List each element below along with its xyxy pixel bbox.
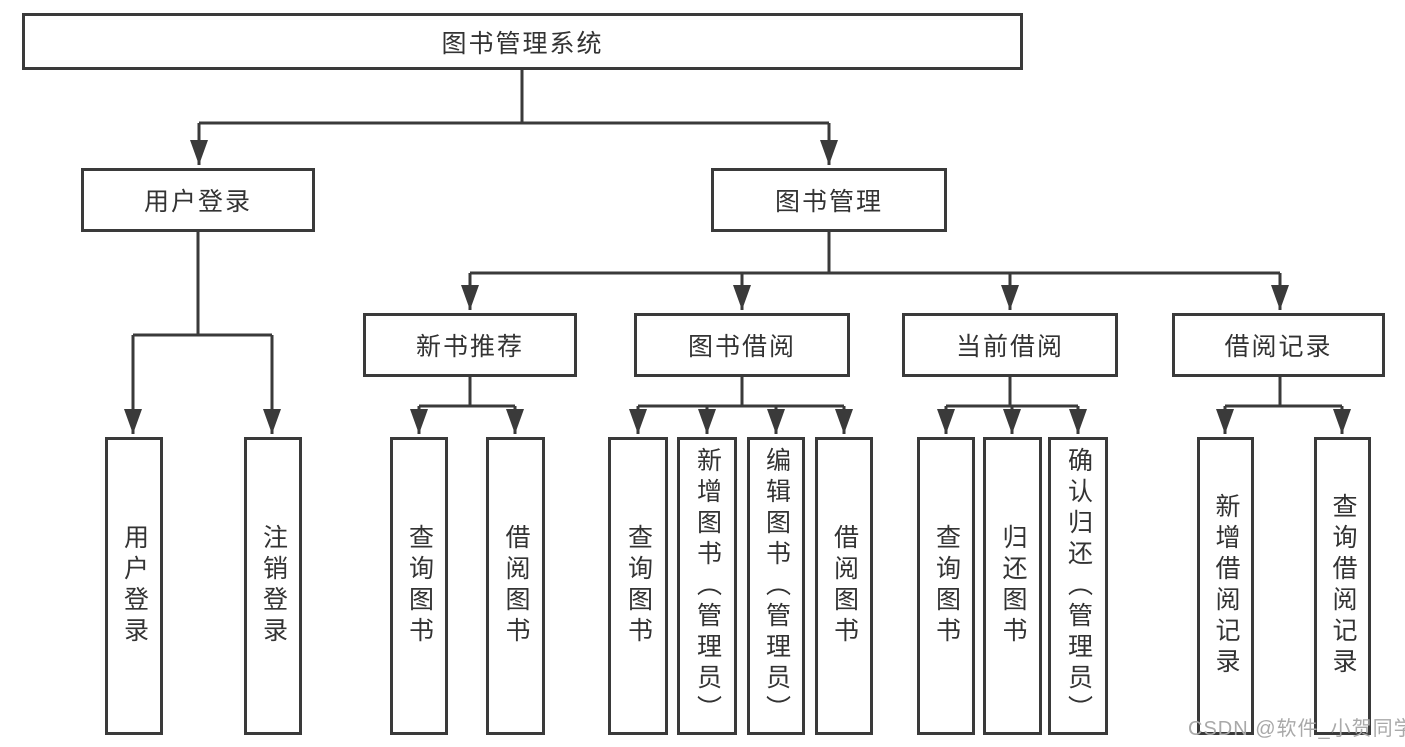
leaf-query-books-recommend-label: 查询图书 <box>405 524 434 648</box>
leaf-user-login-label: 用户登录 <box>120 524 149 648</box>
node-borrow-records: 借阅记录 <box>1172 313 1385 377</box>
leaf-logout-label: 注销登录 <box>259 524 288 648</box>
csdn-watermark: CSDN @软件_小贺同学 <box>1188 718 1405 740</box>
node-book-management: 图书管理 <box>711 168 947 232</box>
node-new-book-recommend: 新书推荐 <box>363 313 577 377</box>
leaf-add-books-admin-label: 新增图书（管理员） <box>693 446 722 726</box>
node-new-book-recommend-label: 新书推荐 <box>415 333 524 361</box>
edge-borrow-leaves <box>638 377 844 408</box>
leaf-user-login: 用户登录 <box>105 437 163 735</box>
leaf-return-books: 归还图书 <box>983 437 1042 735</box>
edge-newbook-leaves <box>419 377 515 408</box>
edge-bookmgmt-level3 <box>470 232 1280 275</box>
node-current-borrow: 当前借阅 <box>902 313 1118 377</box>
leaf-add-books-admin: 新增图书（管理员） <box>677 437 737 735</box>
node-book-borrow: 图书借阅 <box>634 313 850 377</box>
leaf-query-books-recommend: 查询图书 <box>390 437 448 735</box>
leaf-borrow-books-label: 借阅图书 <box>830 524 859 648</box>
node-root-label: 图书管理系统 <box>441 29 604 58</box>
edge-root-level2 <box>199 70 829 125</box>
leaf-query-books-borrow: 查询图书 <box>608 437 668 735</box>
node-book-management-label: 图书管理 <box>774 188 883 216</box>
leaf-edit-books-admin: 编辑图书（管理员） <box>747 437 805 735</box>
leaf-add-borrow-record-label: 新增借阅记录 <box>1212 493 1240 679</box>
node-current-borrow-label: 当前借阅 <box>955 333 1064 361</box>
edge-current-leaves <box>946 377 1078 408</box>
leaf-add-borrow-record: 新增借阅记录 <box>1197 437 1254 735</box>
leaf-logout: 注销登录 <box>244 437 302 735</box>
edge-userlogin-leaves <box>133 232 272 337</box>
leaf-confirm-return-admin-label: 确认归还（管理员） <box>1064 446 1093 726</box>
node-book-borrow-label: 图书借阅 <box>687 333 796 361</box>
leaf-edit-books-admin-label: 编辑图书（管理员） <box>762 446 791 726</box>
node-user-login: 用户登录 <box>81 168 315 232</box>
leaf-query-borrow-record-label: 查询借阅记录 <box>1329 493 1357 679</box>
node-root: 图书管理系统 <box>22 13 1023 70</box>
leaf-borrow-books-recommend-label: 借阅图书 <box>502 524 530 648</box>
leaf-confirm-return-admin: 确认归还（管理员） <box>1048 437 1108 735</box>
leaf-return-books-label: 归还图书 <box>999 524 1027 648</box>
leaf-query-books-current-label: 查询图书 <box>932 524 961 648</box>
leaf-borrow-books-recommend: 借阅图书 <box>486 437 545 735</box>
leaf-query-books-current: 查询图书 <box>917 437 975 735</box>
edge-records-leaves <box>1225 377 1342 408</box>
leaf-query-books-borrow-label: 查询图书 <box>624 524 653 648</box>
leaf-query-borrow-record: 查询借阅记录 <box>1314 437 1371 735</box>
leaf-borrow-books: 借阅图书 <box>815 437 873 735</box>
node-borrow-records-label: 借阅记录 <box>1224 333 1333 361</box>
node-user-login-label: 用户登录 <box>143 188 252 216</box>
